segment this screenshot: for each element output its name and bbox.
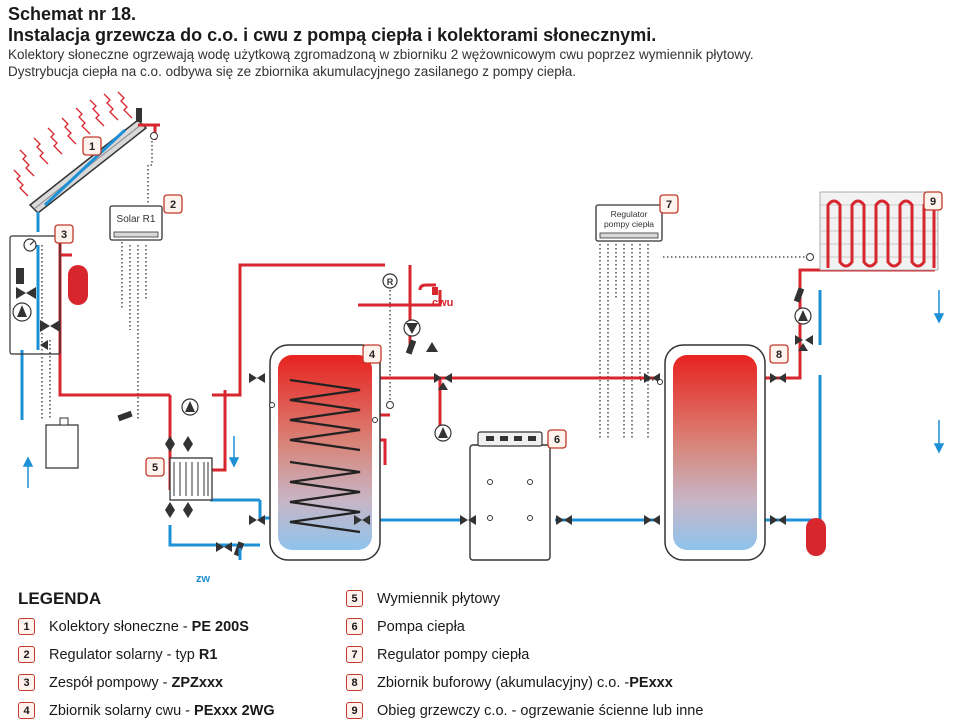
legend-item-6: 6 Pompa ciepła bbox=[346, 618, 465, 635]
flow-arrows bbox=[22, 290, 945, 488]
marker-6-text: 6 bbox=[554, 434, 560, 446]
legend-num: 6 bbox=[346, 618, 363, 635]
title-line-1: Schemat nr 18. bbox=[8, 4, 137, 24]
legend-num: 2 bbox=[18, 646, 35, 663]
marker-9-text: 9 bbox=[930, 196, 936, 208]
legend-text: Kolektory słoneczne - bbox=[49, 618, 188, 635]
pump-group bbox=[9, 235, 61, 355]
legend-item-1: 1 Kolektory słoneczne - PE 200S bbox=[18, 618, 249, 635]
sun-rays bbox=[13, 91, 133, 197]
marker-8: 8 bbox=[769, 344, 789, 364]
legend-num: 9 bbox=[346, 702, 363, 719]
legend-num: 3 bbox=[18, 674, 35, 691]
marker-2: 2 bbox=[163, 194, 183, 214]
legend-num: 4 bbox=[18, 702, 35, 719]
solar-regulator: Solar R1 bbox=[109, 205, 163, 241]
legend-bold: R1 bbox=[198, 646, 218, 663]
heat-pump-unit bbox=[469, 431, 551, 561]
solar-regulator-label: Solar R1 bbox=[117, 214, 156, 225]
control-wiring bbox=[41, 133, 810, 440]
marker-7: 7 bbox=[659, 194, 679, 214]
marker-9: 9 bbox=[923, 191, 943, 211]
plate-heat-exchanger bbox=[169, 457, 213, 501]
marker-5-text: 5 bbox=[152, 462, 158, 474]
wall-heating bbox=[819, 191, 939, 271]
legend-bold: PExxx 2WG bbox=[194, 702, 275, 719]
r-sensor: R bbox=[382, 273, 398, 289]
cold-water-label: zw bbox=[196, 573, 211, 585]
marker-7-text: 7 bbox=[666, 199, 672, 211]
legend-text: Regulator solarny - typ bbox=[49, 646, 195, 663]
legend-title: LEGENDA bbox=[18, 589, 102, 608]
marker-4: 4 bbox=[362, 344, 382, 364]
hot-water-label: cwu bbox=[432, 297, 453, 309]
expansion-vessel-solar bbox=[68, 265, 88, 305]
legend-item-5: 5 Wymiennik płytowy bbox=[346, 590, 500, 607]
marker-1: 1 bbox=[82, 136, 102, 156]
pump-heating-circuit bbox=[794, 307, 812, 325]
legend-text: Wymiennik płytowy bbox=[377, 590, 501, 607]
legend-num: 5 bbox=[346, 590, 363, 607]
legend-item-9: 9 Obieg grzewczy c.o. - ogrzewanie ścien… bbox=[346, 702, 703, 719]
header: Schemat nr 18. Instalacja grzewcza do c.… bbox=[8, 4, 952, 80]
marker-8-text: 8 bbox=[776, 349, 782, 361]
three-way-valve-heating bbox=[795, 335, 813, 351]
r-sensor-label: R bbox=[387, 277, 394, 287]
legend-item-8: 8 Zbiornik buforowy (akumulacyjny) c.o. … bbox=[346, 674, 673, 691]
legend-num: 8 bbox=[346, 674, 363, 691]
cold-water-inlet: zw bbox=[196, 548, 242, 585]
marker-3-text: 3 bbox=[61, 229, 67, 241]
legend-text: Pompa ciepła bbox=[377, 618, 465, 635]
solar-tank bbox=[269, 344, 381, 561]
marker-2-text: 2 bbox=[170, 199, 176, 211]
marker-6: 6 bbox=[547, 429, 567, 449]
three-way-valve-hp bbox=[434, 373, 452, 390]
heat-pump-regulator: Regulator pompy ciepła bbox=[595, 204, 663, 242]
glycol-container bbox=[45, 417, 79, 469]
description-line-1: Kolektory słoneczne ogrzewają wodę użytk… bbox=[8, 47, 754, 62]
legend-text: Obieg grzewczy c.o. - ogrzewanie ścienne… bbox=[377, 702, 704, 719]
sensors bbox=[150, 132, 814, 423]
legend-num: 1 bbox=[18, 618, 35, 635]
title-line-2: Instalacja grzewcza do c.o. i cwu z pomp… bbox=[8, 25, 657, 45]
description-line-2: Dystrybucja ciepła na c.o. odbywa się ze… bbox=[8, 64, 577, 79]
legend-bold: PE 200S bbox=[191, 618, 249, 635]
legend-item-4: 4 Zbiornik solarny cwu - PExxx 2WG bbox=[18, 702, 275, 719]
legend-bold: ZPZxxx bbox=[171, 674, 224, 691]
legend-item-3: 3 Zespół pompowy - ZPZxxx bbox=[18, 674, 223, 691]
hot-water-tap: cwu bbox=[418, 283, 453, 309]
legend-text: Regulator pompy ciepła bbox=[377, 646, 530, 663]
legend-text: Zbiornik solarny cwu - bbox=[49, 702, 191, 719]
pump-dhw-circulation bbox=[403, 319, 421, 337]
legend-text: Zespół pompowy - bbox=[49, 674, 168, 691]
marker-5: 5 bbox=[145, 457, 165, 477]
hp-regulator-label-2: pompy ciepła bbox=[604, 219, 654, 229]
legend-bold: PExxx bbox=[629, 674, 673, 691]
buffer-tank bbox=[664, 344, 766, 561]
legend-num: 7 bbox=[346, 646, 363, 663]
marker-4-text: 4 bbox=[369, 349, 376, 361]
pump-heat-pump bbox=[434, 424, 452, 442]
legend-text: Zbiornik buforowy (akumulacyjny) c.o. - bbox=[377, 674, 630, 691]
pump-solar-secondary bbox=[181, 398, 199, 416]
marker-3: 3 bbox=[54, 224, 74, 244]
legend-item-7: 7 Regulator pompy ciepła bbox=[346, 646, 529, 663]
legend-item-2: 2 Regulator solarny - typ R1 bbox=[18, 646, 217, 663]
hp-regulator-label-1: Regulator bbox=[611, 209, 648, 219]
expansion-vessel-heating bbox=[806, 518, 826, 556]
marker-1-text: 1 bbox=[89, 141, 95, 153]
